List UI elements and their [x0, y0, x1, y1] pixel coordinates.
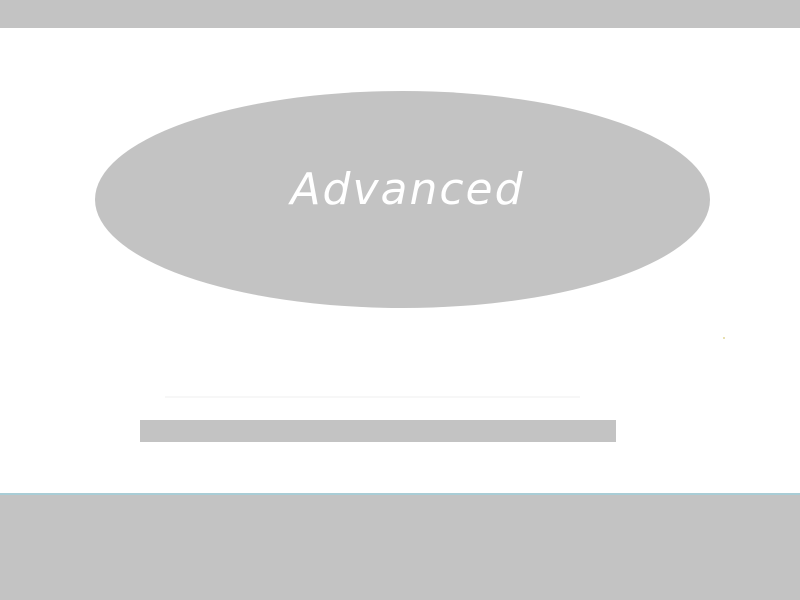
decorative-speck: [723, 337, 725, 339]
top-bar: [0, 0, 800, 28]
advanced-button[interactable]: Advanced: [95, 91, 710, 308]
content-area: Advanced: [0, 28, 800, 493]
faint-divider: [165, 396, 580, 398]
advanced-button-label: Advanced: [290, 164, 525, 215]
bottom-panel: [0, 495, 800, 600]
text-placeholder-bar: [140, 420, 616, 442]
bottom-divider: [0, 493, 800, 495]
